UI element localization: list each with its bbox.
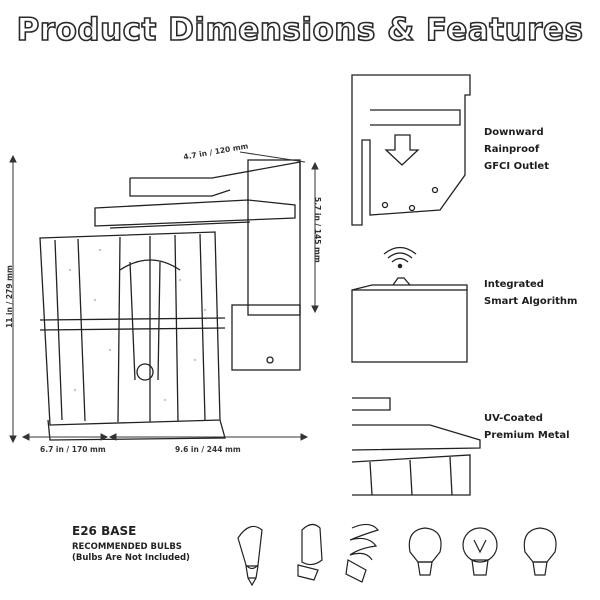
dimension-depth: 9.6 in / 244 mm: [175, 445, 241, 454]
feature-line: Integrated: [484, 279, 544, 290]
wifi-sensor-icon: [351, 246, 468, 363]
metal-frame-icon: [351, 397, 481, 496]
dimension-width: 6.7 in / 170 mm: [40, 445, 106, 454]
bulb-base-title: E26 BASE: [72, 524, 137, 538]
dimension-lines: [9, 151, 319, 444]
glass-texture: [68, 248, 207, 402]
bulb-note-line: (Bulbs Are Not Included): [72, 553, 190, 563]
spiral-cfl-icon: [345, 523, 380, 583]
feature-line: Downward: [484, 127, 544, 138]
lantern-icon: [39, 159, 301, 441]
feature-line: Smart Algorithm: [484, 296, 578, 307]
a19-bulb-icon: [408, 527, 442, 576]
feature-gfci-outlet: Downward Rainproof GFCI Outlet: [484, 124, 549, 175]
a19-bulb-icon: [523, 527, 557, 576]
feature-line: Premium Metal: [484, 430, 570, 441]
edison-bulb-icon: [237, 525, 263, 587]
dimension-total-height: 11 in / 279 mm: [5, 265, 14, 328]
dimension-side-height: 5.7 in / 145 mm: [313, 197, 322, 263]
feature-line: Rainproof: [484, 144, 540, 155]
feature-line: GFCI Outlet: [484, 161, 549, 172]
flame-bulb-icon: [297, 523, 323, 581]
filament-globe-icon: [462, 527, 498, 576]
bulb-row: [237, 523, 557, 587]
feature-premium-metal: UV-Coated Premium Metal: [484, 410, 570, 444]
feature-smart-algorithm: Integrated Smart Algorithm: [484, 276, 577, 310]
page-title: Product Dimensions & Features: [16, 11, 584, 49]
outlet-box-icon: [351, 74, 471, 226]
bulb-base-note: RECOMMENDED BULBS (Bulbs Are Not Include…: [72, 542, 190, 564]
bulb-note-line: RECOMMENDED BULBS: [72, 542, 182, 552]
feature-line: UV-Coated: [484, 413, 543, 424]
